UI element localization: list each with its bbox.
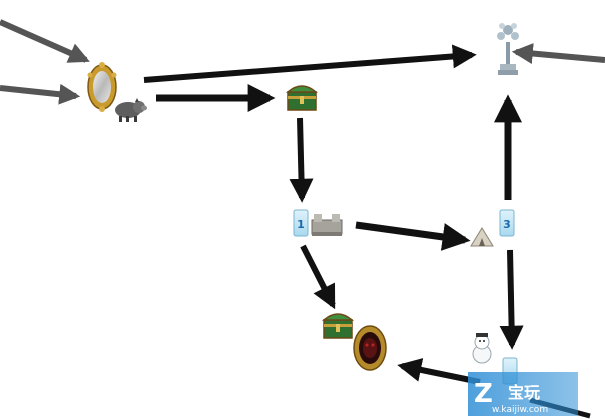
pig-icon[interactable] <box>115 98 147 122</box>
teleport-card-3[interactable]: 3 <box>499 209 515 237</box>
silver-tree-statue-icon[interactable] <box>497 23 519 75</box>
dark-mirror-icon[interactable] <box>353 325 387 371</box>
watermark-text: 宝玩 <box>508 383 540 402</box>
site-watermark: Z 宝玩 w.kaijiw.com <box>468 372 578 416</box>
card-number-label: 1 <box>297 218 305 231</box>
treasure-chest-icon[interactable] <box>321 313 355 339</box>
card-number-label: 3 <box>503 218 511 231</box>
snowman-icon[interactable] <box>472 333 492 364</box>
arrow-mirror-to-tree <box>143 44 477 83</box>
arrow-chest-to-card1 <box>289 117 314 203</box>
arrow-card3-to-card-bottom <box>499 249 524 350</box>
entry-arrow-middle <box>0 83 81 105</box>
entry-arrows <box>0 19 605 105</box>
treasure-chest-icon[interactable] <box>285 85 319 111</box>
entry-arrow-top <box>0 19 90 63</box>
arrow-card-bottom-to-dark-mirror <box>397 358 481 385</box>
magic-mirror-icon[interactable] <box>87 62 117 112</box>
watermark-url: w.kaijiw.com <box>492 405 548 415</box>
arrow-altar-to-tent <box>355 221 471 251</box>
watermark-brand: Z <box>474 379 493 409</box>
stone-altar-icon[interactable] <box>311 214 343 236</box>
teleport-card-1[interactable]: 1 <box>293 209 309 237</box>
entry-arrow-right <box>511 43 605 64</box>
tent-icon[interactable] <box>470 227 494 247</box>
arrow-card1-to-chest-bottom <box>300 244 336 310</box>
